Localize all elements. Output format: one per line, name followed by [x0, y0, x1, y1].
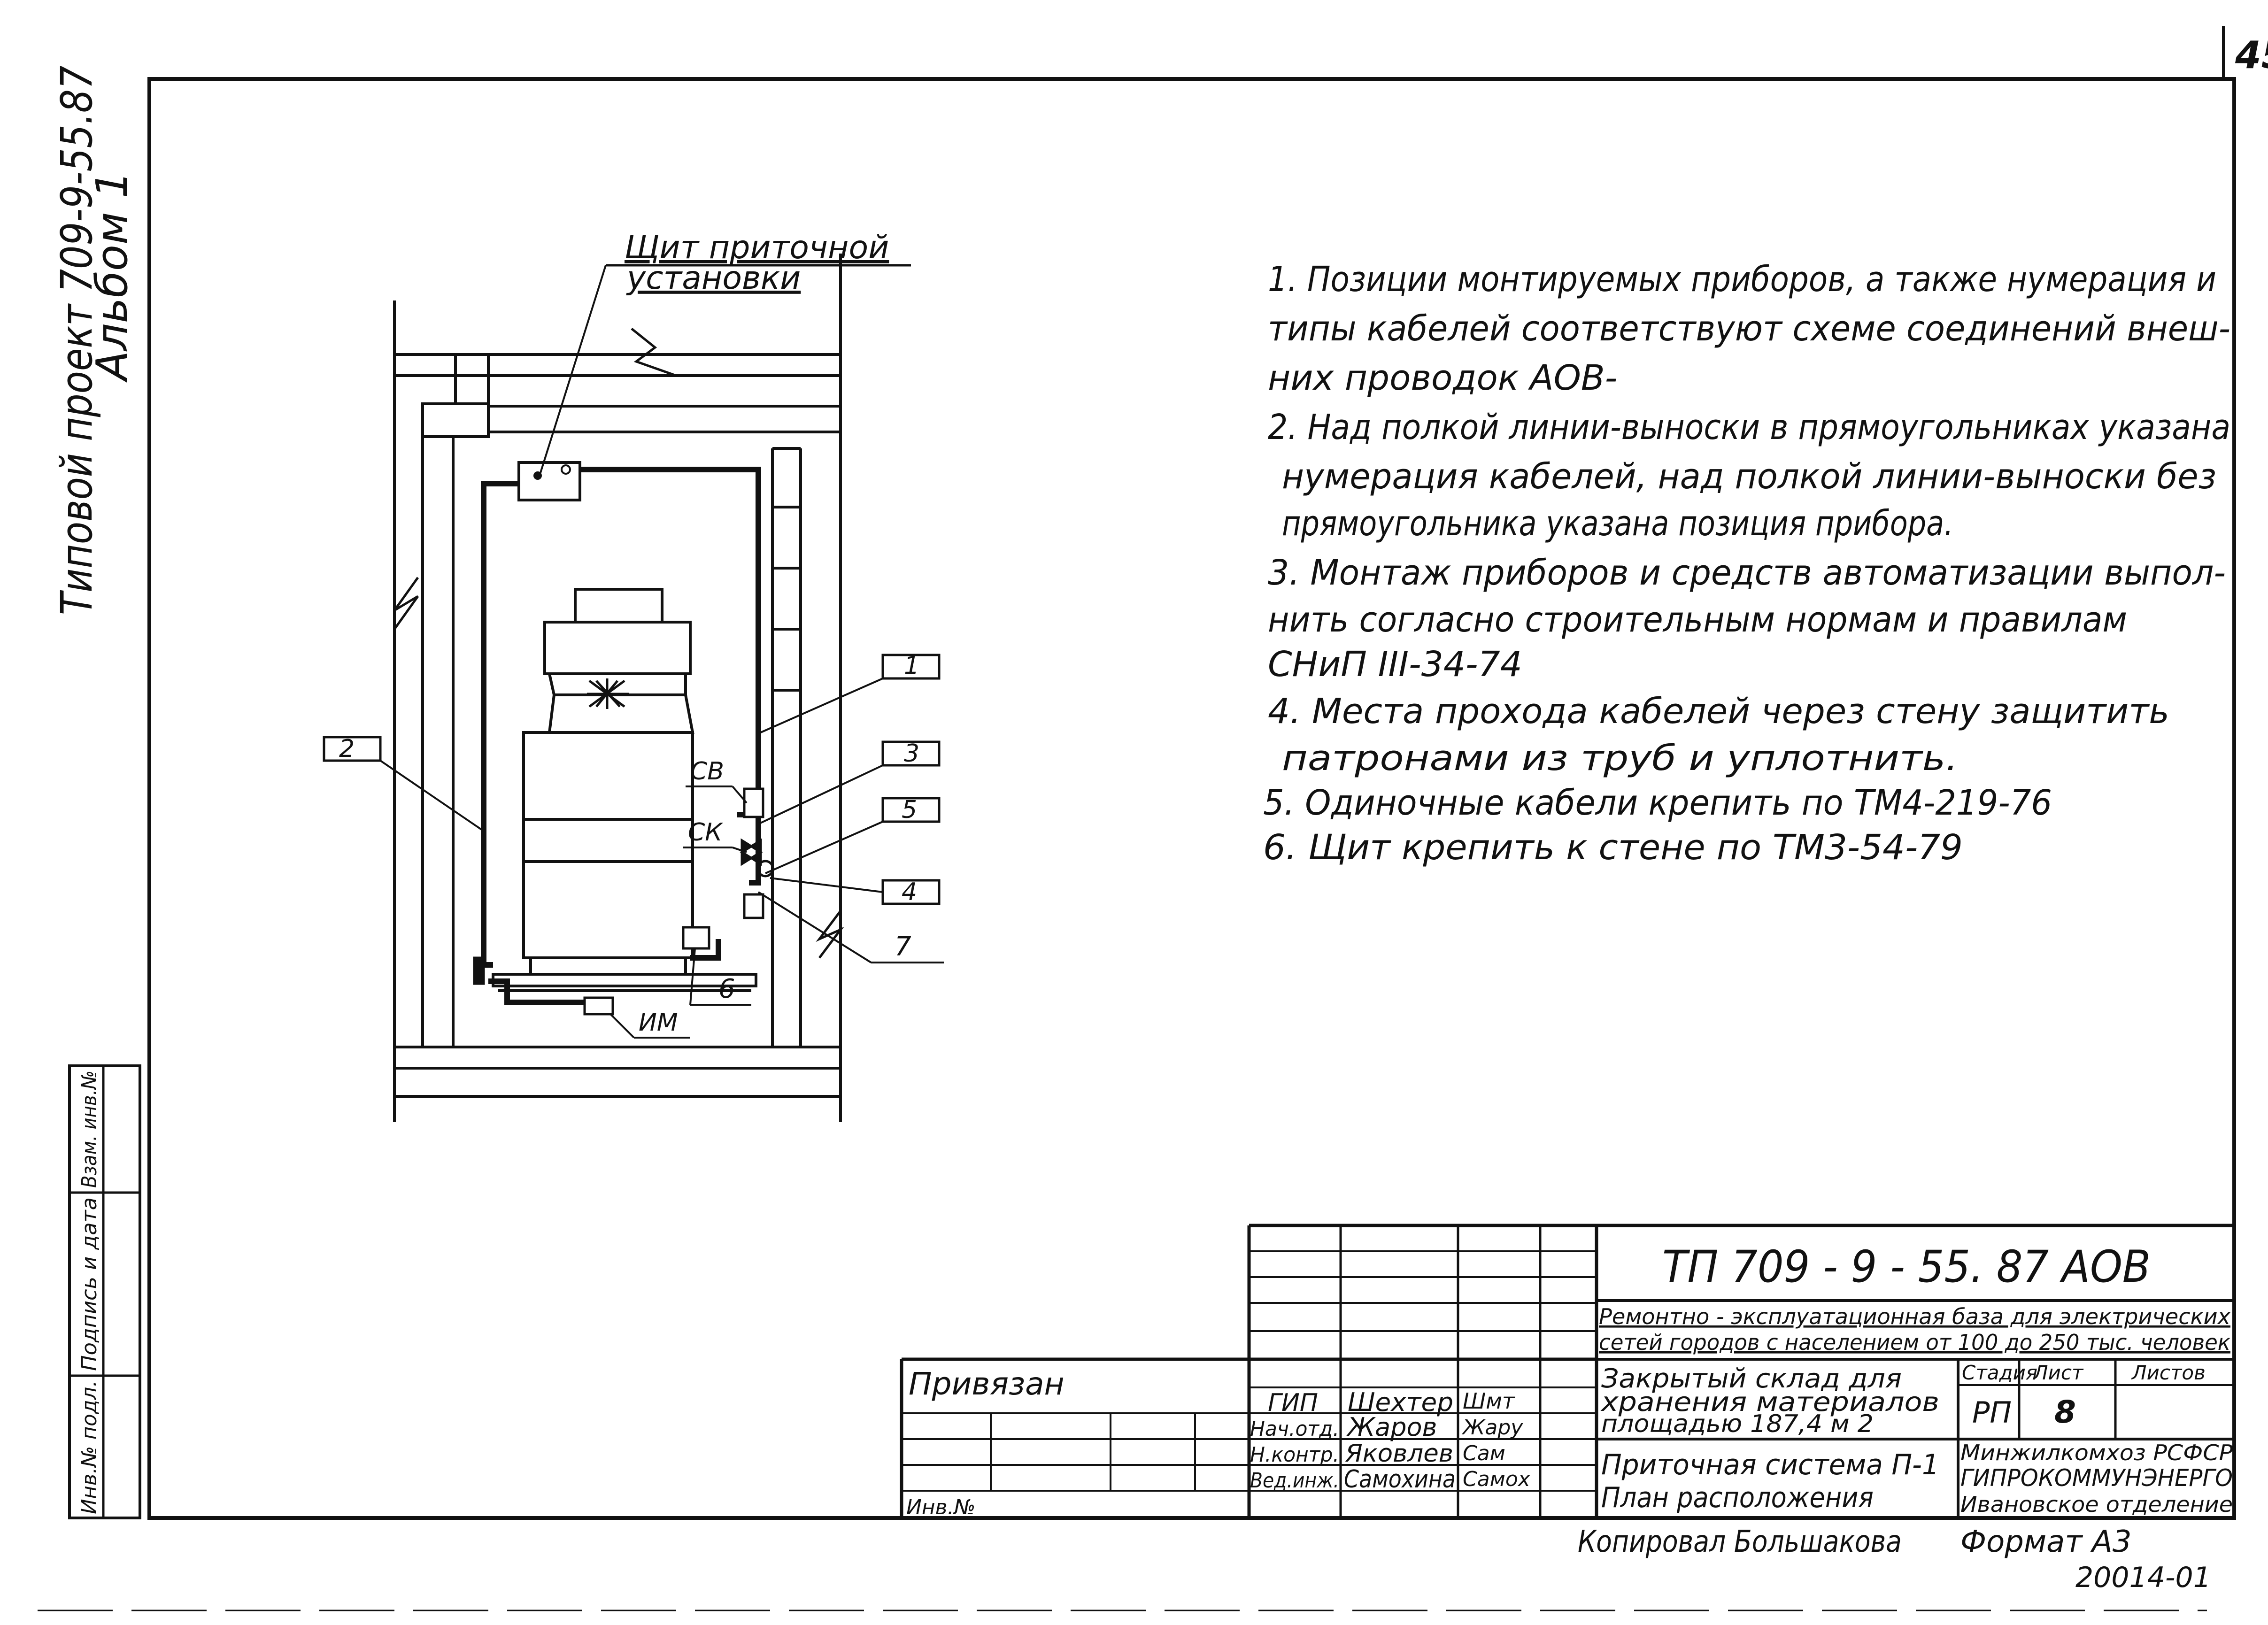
format-label: Формат А3 [1960, 1525, 2132, 1559]
notes-block: 1. Позиции монтируемых приборов, а также… [1263, 259, 2230, 868]
note-line-11: патронами из труб и уплотнить. [1282, 738, 1958, 778]
name-norm-control: Яковлев [1345, 1440, 1453, 1468]
doc-code: ТП 709 - 9 - 55. 87 АОВ [1662, 1241, 2151, 1293]
instruments [473, 787, 774, 1016]
cable-number-3: 3 [904, 739, 919, 768]
sk-marker: СК [688, 818, 723, 847]
signature-norm-control: Сам [1463, 1441, 1505, 1465]
im-actuator-icon [583, 996, 614, 1016]
footer: Копировал Большакова Формат А3 20014-01 [38, 1525, 2211, 1611]
project-line-2: сетей городов с населением от 100 до 250… [1599, 1330, 2230, 1355]
sv-sensor-icon [743, 787, 764, 818]
break-symbol-top [631, 328, 677, 377]
strip-cell-inv: Инв.№ подл. [77, 1380, 101, 1514]
cable-number-1: 1 [904, 652, 919, 680]
name-lead-engineer: Самохина [1344, 1465, 1456, 1494]
cable-number-4: 4 [902, 878, 917, 906]
title-block [900, 1224, 2234, 1518]
cable-number-box-3 [881, 740, 941, 767]
sensor-6-icon [682, 926, 710, 950]
fan-hatch-icon [587, 678, 629, 709]
note-line-13: 6. Щит крепить к стене по ТМ3-54-79 [1263, 827, 1963, 868]
role-lead-engineer: Вед.инж. [1250, 1469, 1339, 1493]
note-line-12: 5. Одиночные кабели крепить по ТМ4-219-7… [1263, 783, 2052, 823]
strip-cell-signature: Подпись и дата [77, 1197, 101, 1371]
position-number-7: 7 [895, 932, 911, 962]
note-line-9: СНиП III-34-74 [1268, 644, 1522, 685]
org-line-3: Ивановское отделение [1960, 1492, 2233, 1517]
cable-number-2: 2 [339, 735, 355, 763]
note-line-6: прямоугольника указана позиция прибора. [1282, 503, 1953, 544]
sheet-title-line-1: Приточная система П-1 [1601, 1448, 1939, 1481]
note-line-3: них проводок АОВ- [1268, 358, 1617, 398]
note-line-10: 4. Места прохода кабелей через стену защ… [1268, 691, 2169, 732]
break-symbol-bottom [816, 910, 844, 959]
org-line-2: ГИПРОКОММУНЭНЕРГО [1960, 1464, 2233, 1492]
control-panel [517, 461, 581, 501]
object-line-2: хранения материалов [1600, 1387, 1939, 1417]
object-line-1: Закрытый склад для [1601, 1363, 1902, 1394]
position-number-6: 6 [718, 974, 735, 1004]
side-title-line1: Типовой проект 709-9-55.87 [52, 66, 102, 615]
project-line-1: Ремонтно - эксплуатационная база для эле… [1599, 1304, 2231, 1329]
location-plan: Щит приточной установки 1 2 3 5 4 7 6 [323, 229, 944, 1122]
org-line-1: Минжилкомхоз РСФСР [1960, 1440, 2233, 1465]
left-stamp-strip: Инв.№ подл. Подпись и дата Взам. инв.№ [68, 1064, 141, 1519]
cable-number-box-5 [881, 797, 941, 823]
note-line-5: нумерация кабелей, над полкой линии-выно… [1282, 456, 2216, 497]
inv-label: Инв.№ [906, 1495, 975, 1519]
header-stage: Стадия [1962, 1361, 2037, 1384]
header-sheet: Лист [2032, 1361, 2084, 1384]
air-handling-unit [492, 588, 757, 992]
drawing-frame [147, 77, 2236, 1520]
panel-label-line1: Щит приточной [625, 229, 889, 266]
sheet-title-line-2: План расположения [1601, 1481, 1874, 1514]
signature-dept-head: Жару [1461, 1416, 1523, 1440]
signature-lead-engineer: Самох [1463, 1467, 1531, 1491]
break-symbol-left [393, 577, 419, 630]
sk-valve-icon [740, 838, 763, 866]
room-walls [393, 254, 842, 1122]
title-block-text: ТП 709 - 9 - 55. 87 АОВ Ремонтно - экспл… [906, 1241, 2233, 1519]
name-dept-head: Жаров [1346, 1412, 1437, 1442]
role-dept-head: Нач.отд. [1250, 1417, 1339, 1441]
role-gip: ГИП [1268, 1389, 1318, 1417]
note-line-8: нить согласно строительным нормам и прав… [1268, 600, 2127, 640]
note-line-1: 1. Позиции монтируемых приборов, а также… [1268, 259, 2216, 300]
im-marker: ИМ [639, 1009, 678, 1037]
name-gip: Шехтер [1348, 1387, 1453, 1417]
tied-label: Привязан [909, 1366, 1065, 1402]
archive-number: 20014-01 [2075, 1561, 2211, 1594]
stage-value: РП [1972, 1395, 2012, 1430]
header-sheets: Листов [2131, 1361, 2206, 1384]
page-number-box: 45 [2222, 26, 2268, 80]
signature-gip: Шмт [1463, 1388, 1515, 1414]
sv-marker: СВ [690, 757, 724, 786]
copied-by: Копировал Большакова [1578, 1525, 1902, 1559]
cable-number-box-2 [323, 736, 382, 762]
side-title-line2: Альбом 1 [87, 171, 137, 383]
note-line-2: типы кабелей соответствуют схеме соедине… [1268, 308, 2230, 349]
page-number: 45 [2235, 33, 2268, 77]
object-line-3: площадью 187,4 м 2 [1601, 1410, 1874, 1438]
note-line-4: 2. Над полкой линии-выноски в прямоуголь… [1268, 407, 2230, 447]
cable-routes [481, 467, 761, 1005]
sensor-4-icon [743, 893, 764, 919]
side-title: Типовой проект 709-9-55.87 Альбом 1 [52, 66, 137, 615]
sheet-value: 8 [2054, 1394, 2076, 1430]
role-norm-control: Н.контр. [1250, 1443, 1339, 1467]
note-line-7: 3. Монтаж приборов и средств автоматизац… [1268, 553, 2226, 593]
cable-number-5: 5 [902, 796, 917, 824]
strip-cell-replace: Взам. инв.№ [77, 1070, 101, 1188]
